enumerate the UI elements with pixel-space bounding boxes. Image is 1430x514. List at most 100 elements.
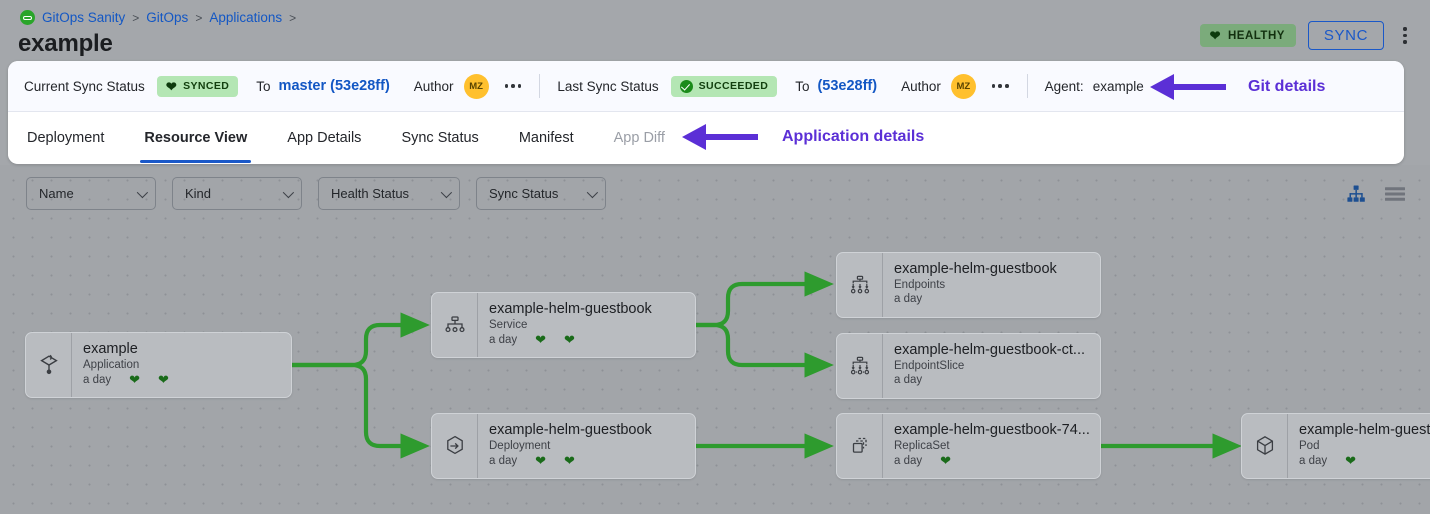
node-kind: Deployment bbox=[489, 440, 551, 452]
node-age: a day bbox=[83, 373, 112, 386]
breadcrumb-item-gitops-sanity[interactable]: GitOps Sanity bbox=[42, 10, 126, 25]
node-age: a day bbox=[894, 374, 923, 386]
health-heart-icon: ❤ bbox=[1345, 453, 1357, 468]
filter-label: Name bbox=[39, 186, 74, 201]
sync-heart-icon: ❤ bbox=[158, 372, 169, 387]
node-name: example-helm-guest bbox=[1299, 422, 1430, 438]
current-sync-status-badge: ❤ SYNCED bbox=[156, 75, 239, 97]
endpoints-icon bbox=[837, 253, 883, 317]
service-icon bbox=[432, 293, 478, 357]
current-to-label: To bbox=[256, 78, 271, 94]
annotation-application-details: Application details bbox=[682, 124, 924, 150]
node-name: example-helm-guestbook-ct... bbox=[894, 342, 1085, 358]
arrow-left-icon bbox=[682, 124, 758, 150]
health-heart-icon: ❤ bbox=[535, 453, 547, 468]
chevron-down-icon bbox=[136, 186, 149, 198]
current-more-icon[interactable] bbox=[503, 80, 524, 92]
filter-health-status-select[interactable]: Health Status bbox=[318, 177, 460, 210]
current-author-label: Author bbox=[413, 78, 454, 94]
list-view-icon[interactable] bbox=[1384, 184, 1406, 209]
node-kind: Endpoints bbox=[894, 279, 946, 291]
page-title: example bbox=[18, 30, 113, 57]
tab-resource-view[interactable]: Resource View bbox=[140, 112, 252, 163]
health-heart-icon: ❤ bbox=[129, 372, 141, 387]
health-heart-icon: ❤ bbox=[940, 453, 952, 468]
current-revision-link[interactable]: master (53e28ff) bbox=[278, 78, 390, 94]
graph-node-service[interactable]: example-helm-guestbook Service a day ❤ ❤ bbox=[431, 292, 696, 358]
node-kind: Application bbox=[83, 359, 140, 371]
tab-deployment[interactable]: Deployment bbox=[27, 129, 105, 146]
deployment-icon bbox=[432, 414, 478, 478]
breadcrumb-item-applications[interactable]: Applications bbox=[209, 10, 283, 25]
node-name: example-helm-guestbook bbox=[489, 301, 652, 317]
breadcrumb-separator-icon: > bbox=[289, 10, 297, 25]
status-badge-label: HEALTHY bbox=[1227, 29, 1285, 42]
node-kind: Pod bbox=[1299, 440, 1320, 452]
chevron-down-icon bbox=[440, 186, 453, 198]
divider bbox=[539, 74, 541, 98]
last-revision-link[interactable]: (53e28ff) bbox=[817, 78, 878, 94]
view-toggle-group bbox=[1346, 184, 1406, 209]
graph-node-application[interactable]: example Application a day ❤ ❤ bbox=[25, 332, 292, 398]
last-sync-status-label: Last Sync Status bbox=[557, 78, 659, 94]
chevron-down-icon bbox=[586, 186, 599, 198]
breadcrumb-separator-icon: > bbox=[195, 10, 203, 25]
gitops-logo-icon bbox=[20, 10, 35, 25]
node-name: example-helm-guestbook bbox=[894, 261, 1057, 277]
status-badge-healthy: ❤ HEALTHY bbox=[1199, 24, 1296, 47]
arrow-left-icon bbox=[1150, 74, 1226, 100]
breadcrumb: GitOps Sanity > GitOps > Applications > bbox=[20, 10, 296, 25]
tab-app-details[interactable]: App Details bbox=[287, 129, 362, 146]
agent-label: Agent: bbox=[1044, 78, 1084, 94]
current-sync-status-label: Current Sync Status bbox=[24, 78, 145, 94]
divider bbox=[1026, 74, 1028, 98]
filter-label: Health Status bbox=[331, 186, 410, 201]
pod-icon bbox=[1242, 414, 1288, 478]
graph-node-endpoints[interactable]: example-helm-guestbook Endpoints a day bbox=[836, 252, 1101, 318]
sync-button[interactable]: SYNC bbox=[1307, 21, 1384, 50]
badge-label: SYNCED bbox=[183, 80, 230, 92]
last-sync-status-badge: SUCCEEDED bbox=[670, 75, 778, 97]
annotation-git-details: Git details bbox=[1150, 74, 1325, 100]
graph-node-endpointslice[interactable]: example-helm-guestbook-ct... EndpointSli… bbox=[836, 333, 1101, 399]
health-heart-icon: ❤ bbox=[535, 332, 547, 347]
tab-manifest[interactable]: Manifest bbox=[518, 129, 574, 146]
node-kind: Service bbox=[489, 319, 528, 331]
last-more-icon[interactable] bbox=[990, 80, 1011, 92]
annotation-label: Application details bbox=[782, 128, 925, 145]
last-to-label: To bbox=[795, 78, 810, 94]
breadcrumb-item-gitops[interactable]: GitOps bbox=[146, 10, 189, 25]
breadcrumb-separator-icon: > bbox=[132, 10, 140, 25]
filter-label: Kind bbox=[185, 186, 212, 201]
sync-heart-icon: ❤ bbox=[564, 453, 575, 468]
sync-heart-icon: ❤ bbox=[564, 332, 575, 347]
node-age: a day bbox=[489, 454, 518, 467]
tab-sync-status[interactable]: Sync Status bbox=[401, 129, 479, 146]
page-header: GitOps Sanity > GitOps > Applications > … bbox=[0, 0, 1430, 66]
avatar[interactable]: MZ bbox=[463, 73, 489, 99]
node-age: a day bbox=[894, 293, 923, 305]
replicaset-icon bbox=[837, 414, 883, 478]
avatar[interactable]: MZ bbox=[950, 73, 976, 99]
node-age: a day bbox=[1299, 454, 1328, 467]
chevron-down-icon bbox=[282, 186, 295, 198]
node-name: example-helm-guestbook-74... bbox=[894, 422, 1090, 438]
node-age: a day bbox=[894, 454, 923, 467]
heart-icon: ❤ bbox=[1209, 28, 1221, 43]
last-author-label: Author bbox=[901, 78, 941, 94]
graph-node-replicaset[interactable]: example-helm-guestbook-74... ReplicaSet … bbox=[836, 413, 1101, 479]
filter-sync-status-select[interactable]: Sync Status bbox=[476, 177, 606, 210]
filter-kind-select[interactable]: Kind bbox=[172, 177, 302, 210]
graph-node-pod[interactable]: example-helm-guest Pod a day ❤ bbox=[1241, 413, 1430, 479]
header-actions: ❤ HEALTHY SYNC bbox=[1199, 21, 1414, 50]
endpointslice-icon bbox=[837, 334, 883, 398]
heart-icon: ❤ bbox=[165, 78, 178, 94]
agent-value: example bbox=[1092, 78, 1144, 94]
kebab-menu-icon[interactable] bbox=[1396, 25, 1414, 47]
app-detail-panel: Current Sync Status ❤ SYNCED To master (… bbox=[8, 61, 1404, 164]
badge-label: SUCCEEDED bbox=[698, 80, 769, 92]
filter-name-select[interactable]: Name bbox=[26, 177, 156, 210]
tree-view-icon[interactable] bbox=[1346, 184, 1366, 209]
check-circle-icon bbox=[679, 79, 693, 93]
graph-node-deployment[interactable]: example-helm-guestbook Deployment a day … bbox=[431, 413, 696, 479]
